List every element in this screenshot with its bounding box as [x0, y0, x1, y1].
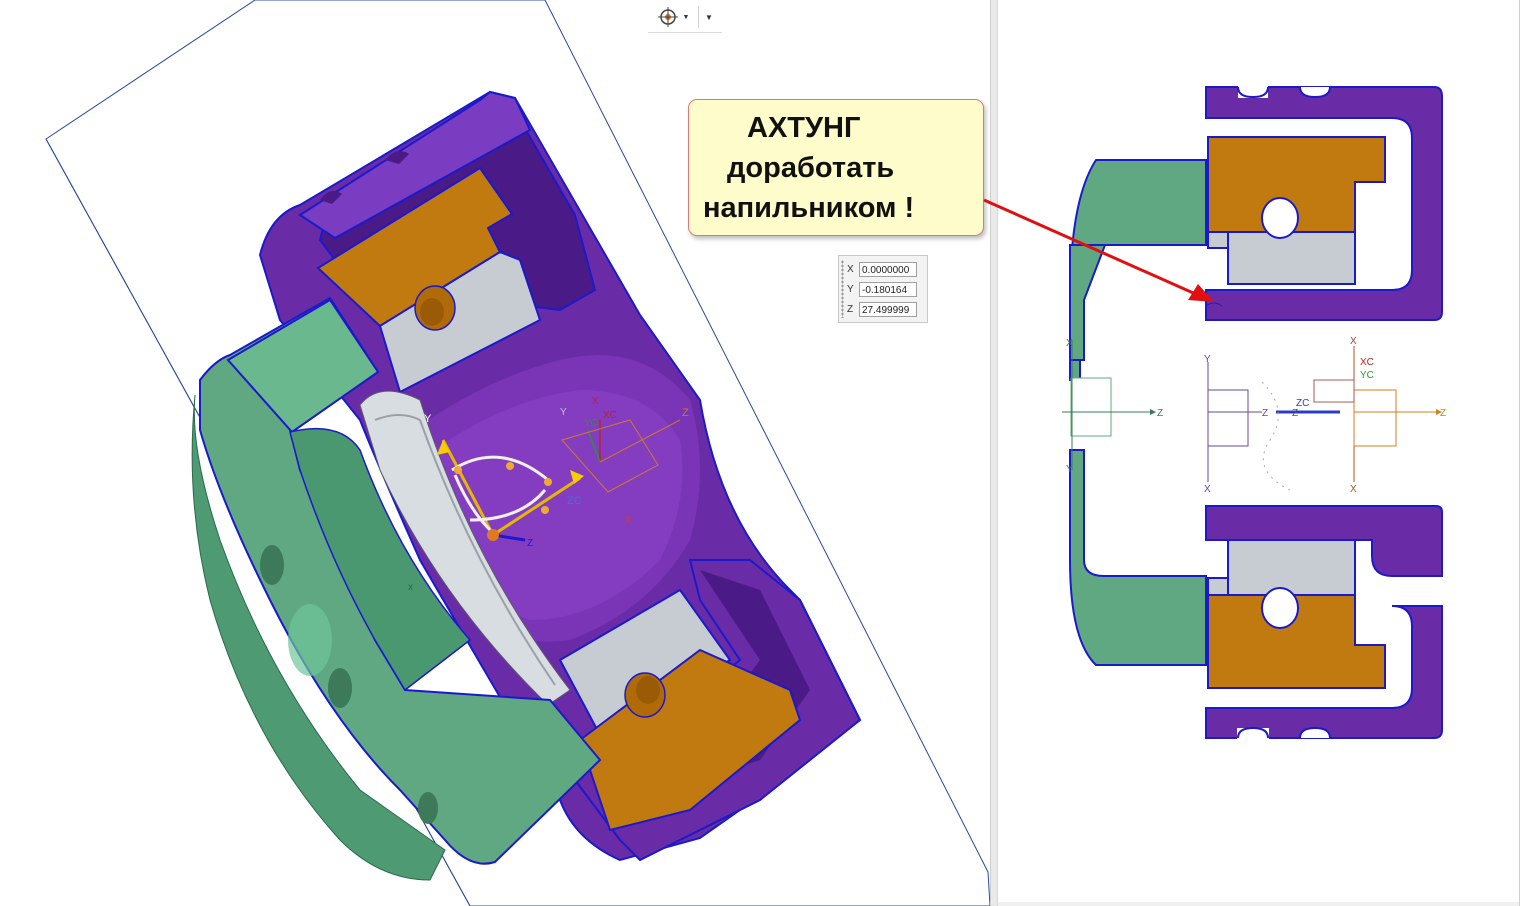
- svg-text:Z: Z: [1262, 408, 1268, 419]
- lower-block-section: [1207, 594, 1386, 689]
- chevron-down-icon: ▼: [705, 12, 713, 22]
- lower-orange-block: [578, 648, 802, 832]
- x-label: X: [847, 263, 854, 275]
- drag-handle[interactable]: [841, 260, 844, 318]
- bracket-hole-2: [328, 668, 352, 708]
- lower-bushing: [558, 588, 732, 737]
- svg-text:Z: Z: [527, 538, 533, 549]
- bracket-hole-3: [418, 792, 438, 824]
- y-coordinate-row: Y -0.180164: [847, 280, 917, 298]
- coordinate-input-panel: X 0.0000000 Y -0.180164 Z 27.499999: [838, 255, 928, 323]
- bracket-hole-1: [260, 545, 284, 585]
- dynamic-csys-manipulator: Y ZC Z: [424, 413, 584, 549]
- work-csys: XC YC Y X Z X: [560, 396, 689, 526]
- svg-text:Z: Z: [1157, 408, 1163, 419]
- z-input[interactable]: 27.499999: [859, 301, 917, 317]
- lower-bushing-section: [1227, 539, 1356, 596]
- upper-hole-section: [1261, 197, 1299, 239]
- toolbar-separator: [698, 6, 699, 28]
- svg-text:YC: YC: [584, 418, 598, 429]
- callout-line-1: АХТУНГ: [747, 112, 861, 144]
- svg-text:Z: Z: [1292, 408, 1298, 419]
- section-view-2d: Z X Y Y X Z ZC Z Z X XC YC X: [1062, 86, 1446, 740]
- y-input[interactable]: -0.180164: [859, 281, 917, 297]
- snap-toolbar: ▼ ▼: [648, 2, 722, 33]
- callout-line-2: доработать: [727, 152, 895, 184]
- svg-text:X: X: [1204, 484, 1211, 495]
- svg-text:Z: Z: [1440, 408, 1446, 419]
- lower-housing-bottom: [1205, 605, 1443, 739]
- upper-bushing-section: [1227, 231, 1356, 285]
- svg-text:Y: Y: [424, 413, 432, 425]
- target-crosshair-icon: [657, 6, 679, 28]
- green-bracket-side: [191, 394, 446, 881]
- svg-text:Y: Y: [1066, 464, 1073, 475]
- svg-text:Y: Y: [560, 407, 567, 418]
- green-bracket-lower: [1069, 449, 1207, 666]
- svg-text:X: X: [592, 396, 599, 407]
- lower-housing-top: [1205, 505, 1443, 577]
- callout-line-3: напильником !: [703, 192, 915, 224]
- svg-text:Y: Y: [1204, 354, 1211, 365]
- z-coordinate-row: Z 27.499999: [847, 300, 917, 318]
- svg-text:XC: XC: [1360, 357, 1374, 368]
- svg-text:Z: Z: [682, 407, 689, 419]
- svg-text:XC: XC: [603, 410, 617, 421]
- svg-text:X: X: [625, 515, 632, 526]
- x-input[interactable]: 0.0000000: [859, 261, 917, 277]
- lower-hole-section: [1261, 587, 1299, 629]
- svg-text:ZC: ZC: [1296, 398, 1309, 409]
- svg-text:YC: YC: [1360, 370, 1374, 381]
- upper-bushing: [378, 250, 542, 394]
- section-view-csys: Z X Y Y X Z ZC Z Z X XC YC X: [1062, 336, 1446, 495]
- section-model-3d: x Y ZC Z XC YC Y X: [45, 0, 990, 906]
- right-section-viewport[interactable]: Z X Y Y X Z ZC Z Z X XC YC X: [998, 0, 1520, 906]
- section-plane-frame: [45, 0, 990, 906]
- left-3d-viewport[interactable]: x Y ZC Z XC YC Y X: [0, 0, 990, 906]
- svg-text:X: X: [1066, 338, 1073, 349]
- viewport-splitter[interactable]: [990, 0, 998, 906]
- y-label: Y: [847, 283, 854, 295]
- toolbar-dropdown-button[interactable]: ▼: [699, 3, 719, 31]
- x-coordinate-row: X 0.0000000: [847, 260, 917, 278]
- snap-point-button[interactable]: ▼: [648, 3, 698, 31]
- green-bracket: [199, 296, 602, 865]
- svg-text:ZC: ZC: [567, 495, 582, 507]
- svg-text:X: X: [1350, 336, 1357, 347]
- svg-text:x: x: [408, 582, 413, 593]
- warning-callout: АХТУНГ доработать напильником !: [688, 99, 984, 236]
- chevron-down-icon: ▼: [682, 13, 690, 21]
- z-label: Z: [847, 303, 854, 315]
- svg-text:X: X: [1350, 484, 1357, 495]
